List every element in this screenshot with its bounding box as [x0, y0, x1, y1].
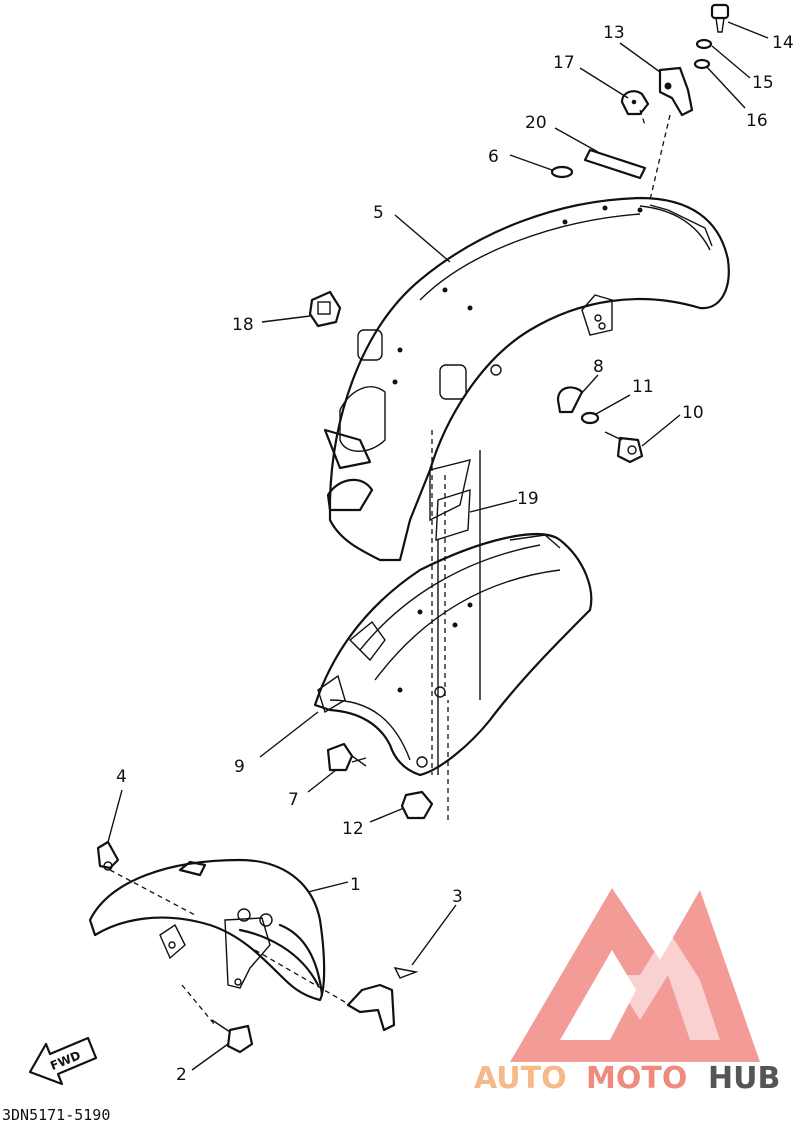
callout-20: 20 — [525, 113, 547, 133]
logo-inner-shape-icon — [612, 930, 720, 1040]
callout-7: 7 — [288, 790, 299, 810]
rear-fender-part-5 — [323, 196, 730, 562]
callout-1: 1 — [350, 875, 361, 895]
washer-part-6 — [550, 165, 574, 179]
callout-4: 4 — [116, 767, 127, 787]
bracket-part-4 — [96, 840, 120, 871]
front-fender-part-1 — [88, 858, 326, 1002]
callout-18: 18 — [232, 315, 254, 335]
grommet-part-18 — [308, 290, 342, 328]
callout-14: 14 — [772, 33, 794, 53]
callout-19: 19 — [517, 489, 539, 509]
washer-part-16 — [693, 58, 711, 70]
callout-8: 8 — [593, 357, 604, 377]
screw-part-14 — [710, 3, 730, 33]
watermark-moto: MOTO — [586, 1061, 687, 1096]
callout-9: 9 — [234, 757, 245, 777]
callout-16: 16 — [746, 111, 768, 131]
bracket-part-13 — [658, 66, 694, 117]
callout-6: 6 — [488, 147, 499, 167]
watermark-logo — [510, 888, 760, 1062]
callout-10: 10 — [682, 403, 704, 423]
callout-2: 2 — [176, 1065, 187, 1085]
nut-part-12 — [400, 790, 434, 820]
logo-triangle-icon — [510, 888, 760, 1062]
watermark-auto: AUTO — [474, 1061, 567, 1096]
washer-part-11 — [580, 411, 600, 425]
fwd-arrow: FWD — [28, 1036, 98, 1086]
bracket-part-3 — [346, 967, 419, 1032]
washer-part-15 — [695, 38, 713, 50]
watermark-hub: HUB — [708, 1061, 780, 1096]
callout-12: 12 — [342, 819, 364, 839]
acorn-nut-part-17 — [620, 90, 650, 116]
bolt-part-7 — [326, 742, 367, 772]
callout-11: 11 — [632, 377, 654, 397]
callout-15: 15 — [752, 73, 774, 93]
plate-part-19 — [435, 489, 471, 541]
figure-code: 3DN5171-5190 — [2, 1106, 110, 1124]
fwd-arrow-icon — [28, 1036, 98, 1086]
bolt-part-2 — [211, 1019, 254, 1054]
clip-part-8 — [556, 386, 584, 414]
label-part-20 — [583, 148, 647, 180]
inner-mudguard-part-9 — [313, 533, 593, 777]
callout-5: 5 — [373, 203, 384, 223]
callout-13: 13 — [603, 23, 625, 43]
callout-17: 17 — [553, 53, 575, 73]
callout-3: 3 — [452, 887, 463, 907]
bolt-part-10 — [604, 431, 644, 464]
